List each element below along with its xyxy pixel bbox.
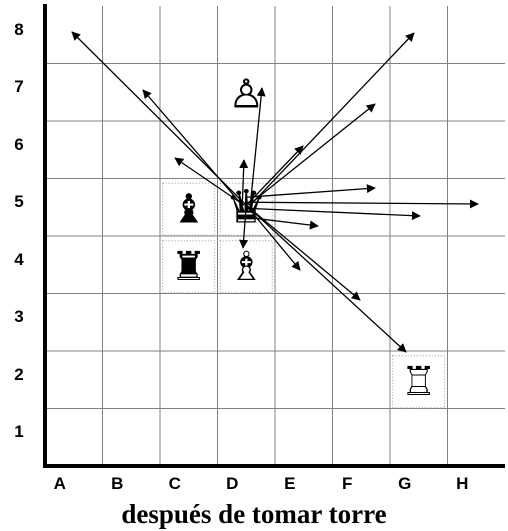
move-arrow-d4 bbox=[239, 205, 249, 249]
file-label: A bbox=[53, 474, 66, 493]
rook-icon: ♖ bbox=[401, 359, 437, 405]
piece-white-pawn: ♙ bbox=[228, 71, 264, 117]
file-label: C bbox=[168, 474, 181, 493]
rook-icon: ♜ bbox=[171, 244, 207, 290]
file-label: G bbox=[398, 474, 412, 493]
square-highlight bbox=[219, 240, 273, 294]
pieces-layer: ♙♝♛♜♗♖ bbox=[162, 71, 446, 409]
square-highlight bbox=[162, 182, 216, 236]
file-label: D bbox=[226, 474, 239, 493]
move-arrow-c6 bbox=[174, 157, 245, 206]
file-label: H bbox=[456, 474, 469, 493]
square-highlight bbox=[392, 355, 446, 409]
rank-label: 8 bbox=[14, 19, 24, 39]
move-arrow-f5 bbox=[246, 184, 376, 198]
rank-label: 3 bbox=[14, 307, 24, 327]
rank-label: 6 bbox=[14, 134, 24, 154]
move-arrow-d6 bbox=[239, 159, 249, 206]
rank-label: 1 bbox=[14, 422, 24, 442]
diagram-caption: después de tomar torre bbox=[121, 499, 387, 529]
move-arrow-b7 bbox=[142, 89, 243, 206]
square-highlight bbox=[162, 240, 216, 294]
move-arrow-d7 bbox=[249, 87, 266, 206]
bishop-icon: ♗ bbox=[228, 244, 264, 290]
piece-black-rook: ♜ bbox=[162, 240, 216, 294]
move-arrow-g8 bbox=[249, 32, 415, 206]
pawn-icon: ♙ bbox=[228, 71, 264, 117]
rank-label: 2 bbox=[14, 364, 24, 384]
move-arrow-g5 bbox=[246, 207, 421, 221]
move-arrow-g2 bbox=[245, 204, 407, 353]
piece-white-rook: ♖ bbox=[392, 355, 446, 409]
move-arrow-f3 bbox=[245, 204, 361, 301]
move-arrow-h5 bbox=[246, 199, 479, 209]
bishop-icon: ♝ bbox=[171, 186, 207, 232]
move-arrow-f7 bbox=[247, 103, 376, 206]
move-arrow-e6 bbox=[245, 145, 304, 206]
file-label: F bbox=[342, 474, 353, 493]
move-arrows bbox=[71, 31, 479, 353]
rank-label: 4 bbox=[14, 249, 24, 269]
file-label: E bbox=[284, 474, 296, 493]
move-arrow-e4d bbox=[245, 204, 301, 271]
piece-white-bishop: ♗ bbox=[219, 240, 273, 294]
file-label: B bbox=[111, 474, 124, 493]
rank-label: 5 bbox=[14, 192, 24, 212]
rank-label: 7 bbox=[14, 77, 24, 97]
piece-black-bishop: ♝ bbox=[162, 182, 216, 236]
